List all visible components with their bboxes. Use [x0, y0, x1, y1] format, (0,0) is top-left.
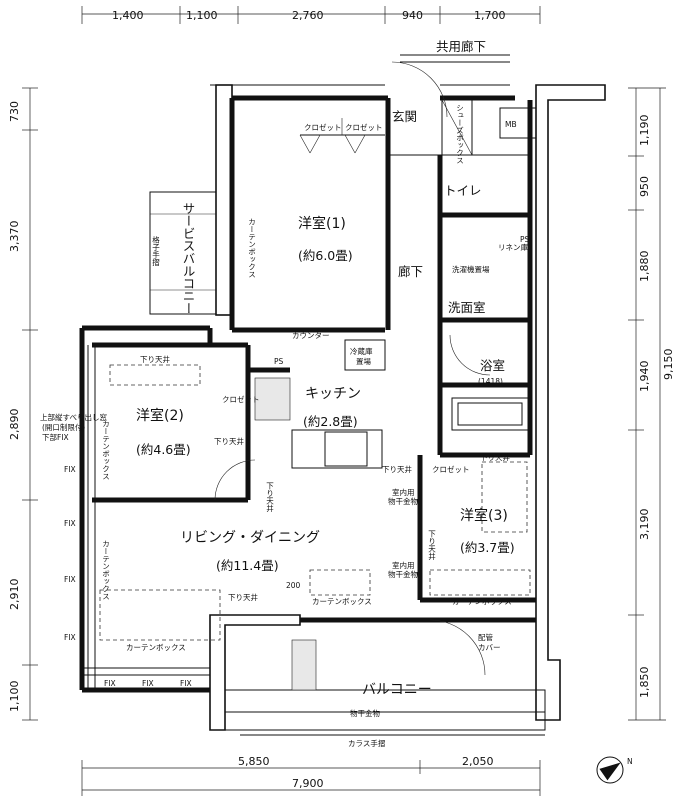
label-fridge-2: 置場	[356, 356, 371, 366]
room-kitchen-size: (約2.8畳)	[303, 414, 358, 429]
label-entrance: 玄関	[392, 109, 417, 124]
label-dryer-2a: 室内用	[392, 560, 415, 570]
label-lattice-rail: 格子手摺	[151, 235, 160, 267]
room-balcony: バルコニー	[362, 682, 432, 698]
label-lowered-ceiling-2: 下り天井	[140, 354, 170, 364]
dim-top-5: 1,700	[474, 9, 506, 22]
compass-n-label: N	[627, 757, 633, 766]
label-shoe-box: シューズボックス	[455, 104, 464, 164]
dim-right-1: 1,190	[638, 115, 651, 147]
label-lowered-ceiling-v1: 下り天井	[265, 482, 274, 514]
top-dimensions: 1,400 1,100 2,760 940 1,700	[81, 6, 541, 24]
room-western-3-size: (約3.7畳)	[460, 540, 515, 555]
label-fridge-1: 冷蔵庫	[350, 346, 373, 356]
label-dryer-1a: 室内用	[392, 487, 415, 497]
room-washroom: 洗面室	[448, 300, 486, 315]
label-curtain-box-ld: カーテンボックス	[312, 597, 372, 606]
room-living: リビング・ダイニング	[180, 530, 320, 546]
room-western-1: 洋室(1)	[298, 215, 346, 232]
dim-top-4: 940	[402, 9, 423, 22]
label-lowered-ceiling-ld: 下り天井	[228, 592, 258, 602]
room-living-size: (約11.4畳)	[216, 558, 279, 573]
room-hallway: 廊下	[398, 264, 423, 279]
label-common-corridor: 共用廊下	[436, 39, 486, 54]
dim-right-total: 9,150	[662, 349, 675, 381]
room-western-1-size: (約6.0畳)	[298, 248, 353, 263]
label-window-note-1: 上部縦すべり出し窓	[40, 412, 107, 422]
label-lowered-ceiling-v2: 下り天井	[427, 530, 436, 562]
label-curtain-box-3: カーテンボックス	[452, 597, 512, 606]
label-lowered-ceiling-3: 下り天井	[480, 452, 510, 462]
bottom-dimensions: 5,850 2,050 7,900	[81, 755, 541, 796]
label-closet-1b: クロゼット	[345, 122, 383, 132]
dim-left-4: 2,910	[8, 579, 21, 611]
label-fix-7: FIX	[180, 679, 192, 688]
label-mb: MB	[505, 120, 517, 129]
right-dimensions: 1,190 950 1,880 1,940 3,190 1,850 9,150	[628, 87, 675, 721]
room-bath-size: (1418)	[478, 377, 503, 386]
room-western-3: 洋室(3)	[460, 507, 508, 524]
label-closet-2: クロゼット	[222, 394, 260, 404]
dim-bottom-1: 5,850	[238, 755, 270, 768]
dim-left-5: 1,100	[8, 681, 21, 713]
room-bath: 浴室	[480, 358, 505, 373]
dim-top-2: 1,100	[186, 9, 218, 22]
label-counter: カウンター	[292, 331, 330, 340]
label-curtain-box-2: カーテンボックス	[126, 643, 186, 652]
label-lowered-ceiling-k: 下り天井	[382, 464, 412, 474]
dim-right-5: 3,190	[638, 509, 651, 541]
dim-bottom-total: 7,900	[292, 777, 324, 790]
dim-top-3: 2,760	[292, 9, 324, 22]
room-kitchen: キッチン	[305, 386, 361, 402]
label-fix-5: FIX	[104, 679, 116, 688]
room-western-2: 洋室(2)	[136, 407, 184, 424]
label-window-note-3: 下部FIX	[42, 432, 69, 442]
label-fix-4: FIX	[64, 633, 76, 642]
room-service-balcony: サービスバルコニー	[181, 202, 196, 315]
label-fix-6: FIX	[142, 679, 154, 688]
label-fix-2: FIX	[64, 519, 76, 528]
compass-icon: N	[596, 756, 633, 784]
label-fix-3: FIX	[64, 575, 76, 584]
label-size-200: 200	[286, 581, 301, 590]
dim-bottom-2: 2,050	[462, 755, 494, 768]
label-dryer-2b: 物干金物	[388, 569, 418, 579]
room-western-2-size: (約4.6畳)	[136, 442, 191, 457]
dim-right-3: 1,880	[638, 251, 651, 283]
label-dryer-1b: 物干金物	[388, 496, 418, 506]
label-linen: リネン庫	[498, 242, 528, 252]
room-toilet: トイレ	[444, 183, 482, 198]
dim-right-2: 950	[638, 176, 651, 197]
label-balcony-rail: 物干金物	[350, 708, 380, 718]
label-lowered-ceiling-2b: 下り天井	[214, 436, 244, 446]
label-closet-3: クロゼット	[432, 464, 470, 474]
label-pipe-cover-1: 配管	[478, 632, 493, 642]
label-window-note-2: (開口制限付)	[42, 422, 85, 432]
label-curtain-box-2v: カーテンボックス	[101, 420, 110, 481]
dim-right-6: 1,850	[638, 667, 651, 699]
dim-left-3: 2,890	[8, 409, 21, 441]
dim-left-1: 730	[8, 101, 21, 122]
dim-right-4: 1,940	[638, 361, 651, 393]
label-curtain-box-1v: カーテンボックス	[247, 218, 256, 278]
label-glass-rail: カラス手摺	[348, 738, 385, 748]
label-ps-left: PS	[274, 357, 284, 366]
dim-left-2: 3,370	[8, 221, 21, 253]
label-curtain-box-3v: カーテンボックス	[101, 540, 110, 601]
label-laundry: 洗濯機置場	[452, 264, 490, 274]
left-dimensions: 730 3,370 2,890 2,910 1,100	[8, 87, 38, 721]
structure	[79, 54, 606, 736]
label-pipe-cover-2: カバー	[478, 643, 501, 652]
label-ps-right: PS	[520, 235, 530, 244]
label-closet-1a: クロゼット	[304, 122, 342, 132]
dim-top-1: 1,400	[112, 9, 144, 22]
label-fix-1: FIX	[64, 465, 76, 474]
